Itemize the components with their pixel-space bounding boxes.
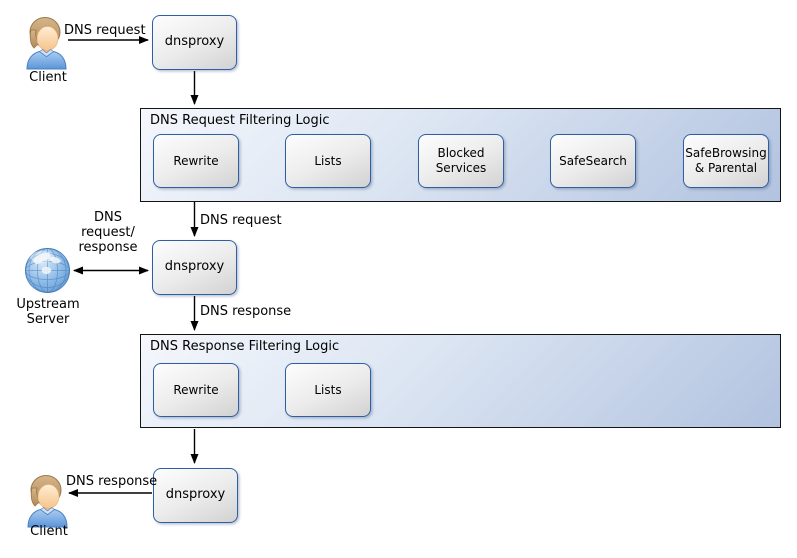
filter-step-rewrite: Rewrite (153, 134, 239, 188)
filter-step-safesearch: SafeSearch (550, 134, 636, 188)
container-title-response: DNS Response Filtering Logic (150, 339, 340, 354)
dns-response-filtering-container: DNS Response Filtering Logic Rewrite Lis… (140, 334, 781, 428)
filter-step-label: Blocked Services (435, 146, 487, 175)
filter-step-lists-response: Lists (285, 363, 371, 417)
dnsproxy-node-mid: dnsproxy (152, 240, 237, 295)
filter-step-label: Lists (314, 382, 342, 397)
edge-label-dns-request-mid: DNS request (200, 213, 282, 228)
edge-label-upstream-exchange: DNS request/ response (78, 210, 138, 255)
filter-step-label: Rewrite (173, 153, 219, 168)
filter-step-rewrite-response: Rewrite (153, 363, 239, 417)
filter-step-label: Rewrite (173, 382, 219, 397)
edge-label-dns-response-bottom: DNS response (66, 474, 158, 489)
dnsproxy-label: dnsproxy (164, 34, 225, 50)
filter-step-label: Lists (314, 153, 342, 168)
dnsproxy-node-top: dnsproxy (152, 15, 237, 70)
edge-label-dns-response-mid: DNS response (200, 304, 292, 319)
dnsproxy-node-bottom: dnsproxy (153, 468, 238, 523)
upstream-server-label: Upstream Server (16, 297, 80, 327)
filter-step-label: SafeSearch (559, 153, 627, 168)
dnsproxy-label: dnsproxy (164, 259, 225, 275)
filter-step-label: SafeBrowsing & Parental (685, 146, 767, 175)
dns-request-filtering-container: DNS Request Filtering Logic Rewrite List… (140, 108, 781, 202)
client-person-icon-bottom (27, 475, 68, 528)
filter-step-safebrowsing-parental: SafeBrowsing & Parental (683, 134, 769, 188)
container-title-request: DNS Request Filtering Logic (150, 113, 330, 128)
client-person-icon (26, 17, 67, 70)
filter-step-blocked-services: Blocked Services (418, 134, 504, 188)
edge-label-dns-request-top: DNS request (64, 23, 146, 38)
dnsproxy-label: dnsproxy (165, 487, 226, 503)
filter-step-lists: Lists (285, 134, 371, 188)
client-top-label: Client (29, 70, 67, 85)
client-bottom-label: Client (30, 524, 68, 539)
upstream-server-globe-icon (25, 248, 70, 293)
